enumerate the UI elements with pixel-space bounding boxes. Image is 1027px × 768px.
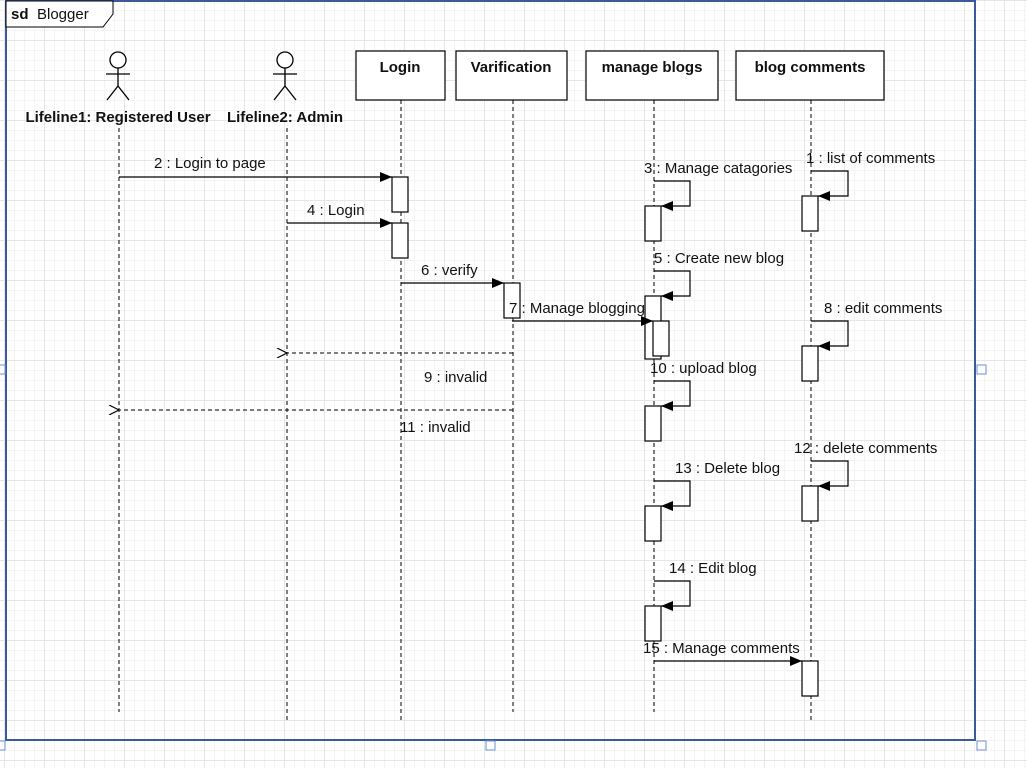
message-2-login-to-page[interactable]: 2 : Login to page bbox=[119, 155, 392, 182]
message-8-edit-comments[interactable]: 8 : edit comments bbox=[811, 300, 942, 351]
frame-border bbox=[5, 0, 976, 741]
message-arrow bbox=[654, 380, 691, 411]
message-12-delete-comments[interactable]: 12 : delete comments bbox=[794, 440, 937, 491]
object-manage-blogs[interactable]: manage blogs bbox=[585, 50, 719, 712]
resize-handle-bottom-right[interactable] bbox=[976, 740, 987, 751]
object-verification[interactable]: Varification bbox=[455, 50, 568, 712]
activation-bar bbox=[644, 505, 662, 542]
activation-bar bbox=[391, 176, 409, 213]
actor-admin[interactable]: Lifeline2: Admin bbox=[227, 51, 343, 720]
frame[interactable]: sd Blogger bbox=[5, 0, 976, 741]
activation-bar bbox=[644, 205, 662, 242]
activation-bar bbox=[801, 660, 819, 697]
message-13-delete-blog[interactable]: 13 : Delete blog bbox=[654, 460, 780, 511]
object-box bbox=[735, 50, 885, 101]
resize-handle-bottom[interactable] bbox=[485, 740, 496, 751]
message-9-invalid[interactable]: 9 : invalid bbox=[287, 353, 513, 386]
activation-bar bbox=[801, 195, 819, 232]
object-box bbox=[585, 50, 719, 101]
activation-bar bbox=[503, 282, 521, 319]
message-3-manage-catagories[interactable]: 3 : Manage catagories bbox=[644, 160, 792, 211]
frame-tab bbox=[5, 0, 114, 28]
object-label: Varification bbox=[471, 59, 552, 76]
object-label: manage blogs bbox=[602, 59, 703, 76]
activation-bar bbox=[391, 222, 409, 259]
frame-name: Blogger bbox=[37, 6, 89, 23]
message-15-manage-comments[interactable]: 15 : Manage comments bbox=[643, 640, 802, 666]
message-label: 8 : edit comments bbox=[824, 300, 942, 317]
actor-icon bbox=[273, 51, 297, 101]
message-label: 5 : Create new blog bbox=[654, 250, 784, 267]
object-box bbox=[355, 50, 446, 101]
resize-handle-right[interactable] bbox=[976, 364, 987, 375]
actor-label: Lifeline2: Admin bbox=[227, 109, 343, 126]
message-7-manage-blogging[interactable]: 7 : Manage blogging bbox=[509, 300, 653, 326]
message-arrow bbox=[654, 180, 691, 211]
message-label: 12 : delete comments bbox=[794, 440, 937, 457]
message-label: 6 : verify bbox=[421, 262, 478, 279]
object-label: Login bbox=[380, 59, 421, 76]
message-label: 2 : Login to page bbox=[154, 155, 266, 172]
message-label: 3 : Manage catagories bbox=[644, 160, 792, 177]
message-arrow bbox=[654, 580, 691, 611]
actor-registered-user[interactable]: Lifeline1: Registered User bbox=[25, 51, 211, 712]
message-label: 10 : upload blog bbox=[650, 360, 757, 377]
message-arrow bbox=[811, 460, 849, 491]
message-4-login[interactable]: 4 : Login bbox=[287, 202, 392, 228]
activation-bar bbox=[801, 485, 819, 522]
message-11-invalid[interactable]: 11 : invalid bbox=[119, 410, 513, 436]
message-arrow bbox=[654, 480, 691, 511]
activation-bar bbox=[652, 320, 670, 357]
object-label: blog comments bbox=[755, 59, 866, 76]
resize-handle-bottom-left[interactable] bbox=[0, 740, 6, 751]
message-label: 15 : Manage comments bbox=[643, 640, 800, 657]
activation-bars bbox=[391, 176, 819, 697]
message-arrow bbox=[811, 320, 849, 351]
message-1-list-of-comments[interactable]: 1 : list of comments bbox=[806, 150, 935, 201]
message-label: 4 : Login bbox=[307, 202, 365, 219]
activation-bar bbox=[644, 605, 662, 642]
object-box bbox=[455, 50, 568, 101]
message-arrow bbox=[654, 270, 691, 301]
message-label: 11 : invalid bbox=[400, 419, 471, 436]
message-14-edit-blog[interactable]: 14 : Edit blog bbox=[654, 560, 757, 611]
message-arrow bbox=[811, 170, 849, 201]
message-label: 7 : Manage blogging bbox=[509, 300, 645, 317]
activation-bar bbox=[644, 405, 662, 442]
message-label: 14 : Edit blog bbox=[669, 560, 757, 577]
message-5-create-new-blog[interactable]: 5 : Create new blog bbox=[654, 250, 784, 301]
actor-icon bbox=[106, 51, 130, 101]
object-blog-comments[interactable]: blog comments bbox=[735, 50, 885, 720]
actor-label: Lifeline1: Registered User bbox=[25, 109, 210, 126]
message-10-upload-blog[interactable]: 10 : upload blog bbox=[650, 360, 757, 411]
message-6-verify[interactable]: 6 : verify bbox=[401, 262, 504, 288]
selection-handles bbox=[0, 364, 987, 751]
resize-handle-left[interactable] bbox=[0, 364, 6, 375]
frame-keyword: sd bbox=[11, 6, 29, 23]
message-label: 13 : Delete blog bbox=[675, 460, 780, 477]
message-label: 1 : list of comments bbox=[806, 150, 935, 167]
message-label: 9 : invalid bbox=[424, 369, 487, 386]
activation-bar bbox=[801, 345, 819, 382]
